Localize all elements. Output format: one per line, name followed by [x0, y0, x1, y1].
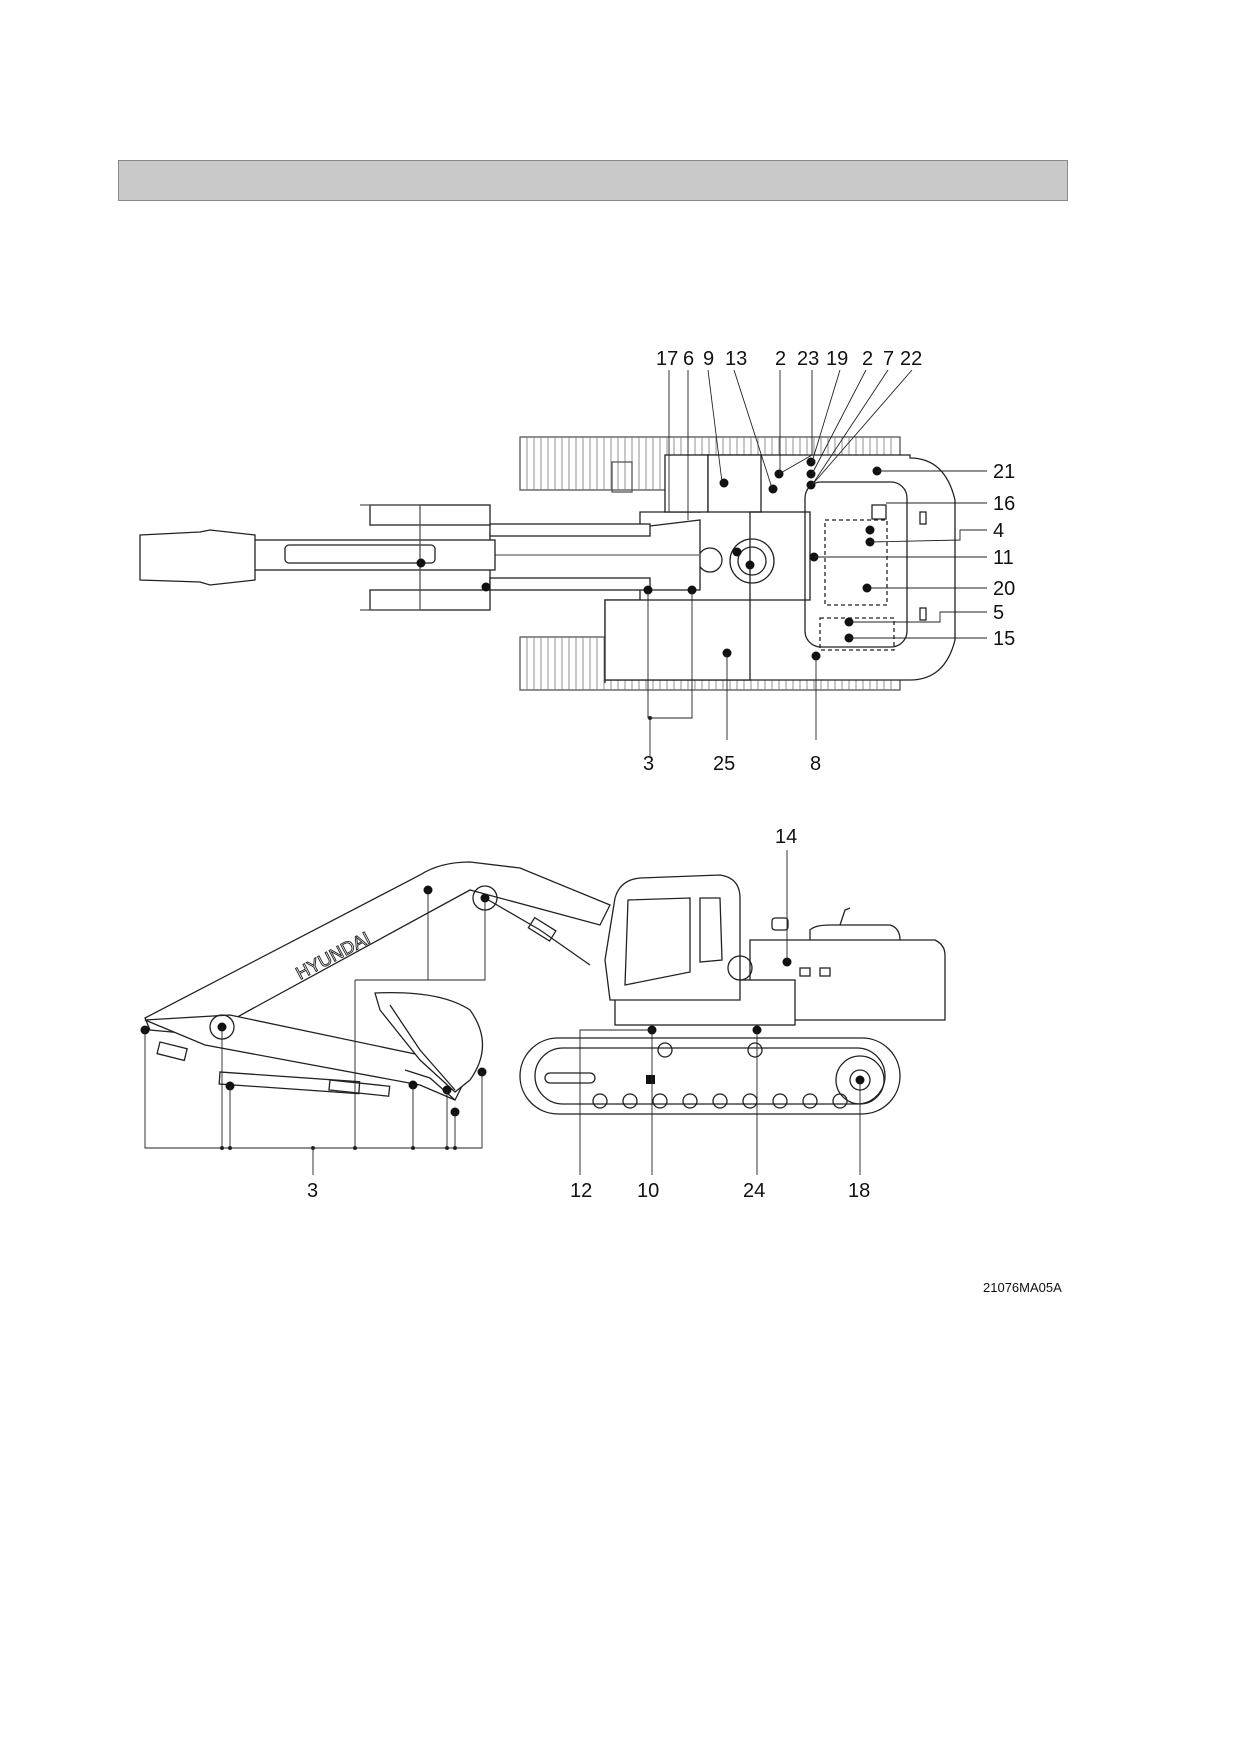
cab-mirror	[727, 955, 753, 981]
lube-point-10	[646, 1075, 655, 1084]
junction-dot-3-top	[648, 716, 652, 720]
lube-point-boom-foot	[416, 558, 426, 568]
track-frame	[519, 1037, 901, 1115]
callout-10: 10	[637, 1180, 659, 1202]
bucket-link-top	[369, 504, 491, 526]
swing-bearing-inner	[737, 546, 767, 576]
callout-24: 24	[743, 1180, 765, 1202]
lube-point-6	[732, 547, 742, 557]
lube-point-23	[806, 457, 816, 467]
boom-cylinder-upper	[489, 523, 651, 537]
callout-2a: 2	[775, 348, 786, 370]
top-view-callouts: 17 6 9 13 2 23 19 2 7 22 21 16 4 11 20 5…	[643, 348, 1015, 775]
lube-point-13	[768, 484, 778, 494]
callout-15: 15	[993, 628, 1015, 650]
track-rollers	[592, 1093, 848, 1109]
side-view-callouts: 14 3 12 10 24 18	[307, 826, 870, 1202]
arm-cylinder-rod	[328, 1079, 391, 1097]
callout-3-top: 3	[643, 753, 654, 775]
callout-12: 12	[570, 1180, 592, 1202]
callout-7: 7	[883, 348, 894, 370]
hatch-16	[871, 504, 887, 520]
callout-18: 18	[848, 1180, 870, 1202]
top-view-lube-points	[416, 457, 882, 661]
lube-point-arm	[481, 582, 491, 592]
boom-nameplate	[156, 1041, 188, 1062]
front-left-box	[664, 454, 709, 513]
boom-cylinder-lower	[489, 577, 651, 591]
callout-3-side: 3	[307, 1180, 318, 1202]
lube-point-4a	[865, 525, 875, 535]
front-right-box	[604, 599, 751, 681]
callout-5: 5	[993, 602, 1004, 624]
callout-21: 21	[993, 461, 1015, 483]
cab	[604, 874, 741, 1001]
fuel-tank-top	[707, 454, 762, 513]
callout-14: 14	[775, 826, 797, 848]
fuel-cap	[771, 917, 789, 931]
engine-grille-left	[611, 461, 633, 493]
boom-side	[144, 861, 611, 1036]
boom-cylinder-side	[484, 897, 591, 966]
excavator-side-view: HYUNDAI	[144, 861, 946, 1115]
engine-grille-right2	[919, 607, 927, 621]
bucket-link	[389, 1004, 456, 1091]
track-slot	[544, 1072, 596, 1084]
tag-1	[799, 967, 811, 977]
callout-6: 6	[683, 348, 694, 370]
callout-11: 11	[993, 547, 1014, 569]
excavator-top-view	[139, 436, 956, 691]
callout-13: 13	[725, 348, 747, 370]
battery-dashed	[819, 617, 895, 651]
lube-point-17	[745, 560, 755, 570]
callout-4: 4	[993, 520, 1004, 542]
callout-17: 17	[656, 348, 678, 370]
callout-2b: 2	[862, 348, 873, 370]
callout-20: 20	[993, 578, 1015, 600]
callout-22: 22	[900, 348, 922, 370]
arm-side	[144, 1014, 466, 1101]
engine-hood	[809, 924, 901, 941]
section-header-bar	[118, 160, 1068, 201]
engine-grille-right	[919, 511, 927, 525]
cab-inner-dashed	[824, 519, 888, 606]
swing-bearing-outer	[729, 538, 775, 584]
bucket-side	[374, 991, 483, 1093]
top-view-leader-lines	[647, 369, 987, 758]
callout-16: 16	[993, 493, 1015, 515]
figure-code: 21076MA05A	[983, 1280, 1062, 1295]
side-view-junction-dots	[220, 1146, 457, 1150]
counterweight	[749, 939, 946, 1021]
lube-point-9	[719, 478, 729, 488]
cab-window	[624, 897, 691, 986]
arm-cylinder-side	[218, 1071, 361, 1095]
tag-2	[819, 967, 831, 977]
callout-19: 19	[826, 348, 848, 370]
carrier-roller-left	[657, 1042, 673, 1058]
carrier-roller-right	[747, 1042, 763, 1058]
idler-top	[360, 504, 421, 611]
cab-door-window	[699, 897, 723, 963]
arm-cylinder-top	[284, 544, 436, 564]
callout-9: 9	[703, 348, 714, 370]
cab-outline	[804, 481, 908, 648]
exhaust-pipe	[839, 907, 851, 926]
callout-23: 23	[797, 348, 819, 370]
boom-cylinder-rod	[527, 916, 557, 942]
track-frame-inner	[534, 1047, 886, 1105]
callout-8: 8	[810, 753, 821, 775]
lube-point-19	[806, 469, 816, 479]
bucket-link-bottom	[369, 589, 491, 611]
callout-25: 25	[713, 753, 735, 775]
bucket-top	[139, 529, 256, 586]
